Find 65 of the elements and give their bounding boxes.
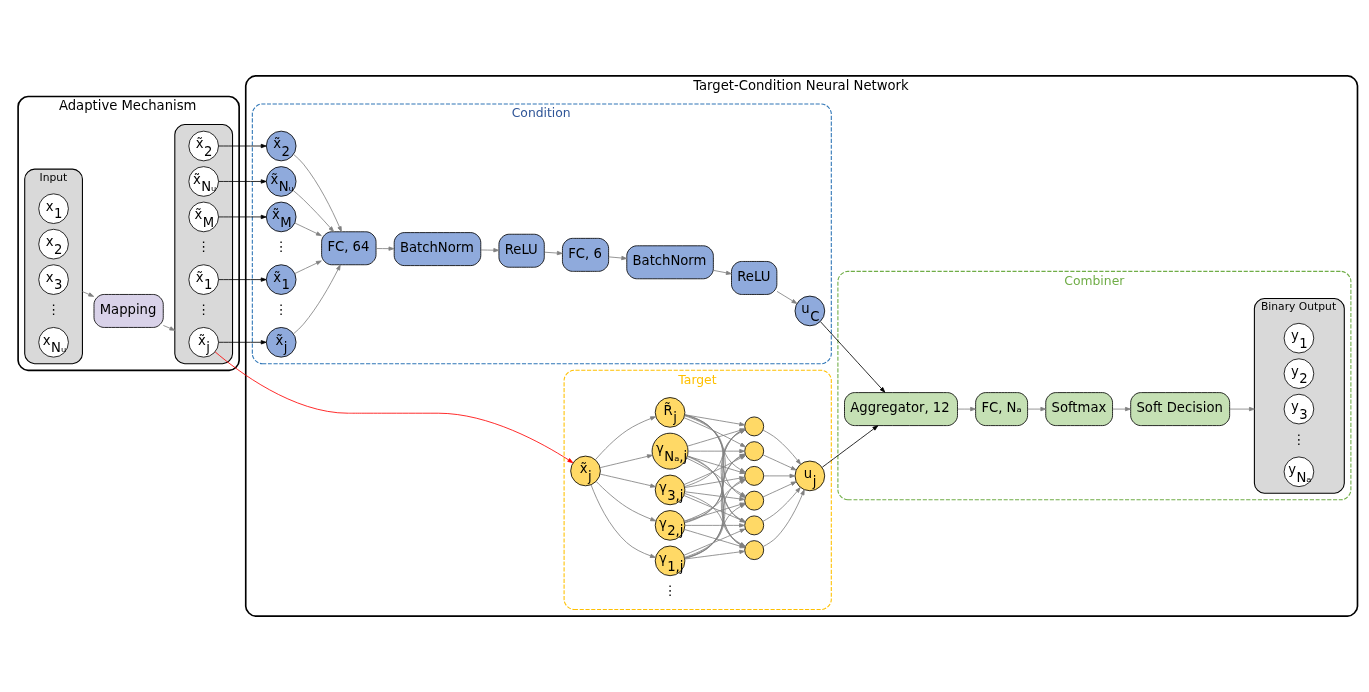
label: ⋮: [197, 239, 211, 255]
arrow: [1229, 406, 1255, 412]
arrow: [375, 246, 395, 251]
arrow: [544, 250, 563, 256]
node-circle: [744, 490, 765, 511]
arrow: [599, 473, 656, 488]
node-box: ReLU: [498, 233, 545, 268]
node-box: Aggregator, 12: [844, 392, 958, 426]
arrow: [820, 321, 886, 393]
node-box: FC, 6: [562, 237, 610, 272]
arrow: [762, 487, 801, 522]
arrow: [595, 481, 657, 522]
arrow: [1112, 406, 1131, 412]
arrow: [82, 291, 95, 297]
arrow: [214, 351, 574, 464]
arrow: [713, 270, 732, 275]
arrow: [480, 248, 500, 253]
arrow: [599, 454, 653, 469]
node-box: FC, Nₐ: [975, 392, 1028, 426]
arrow: [293, 154, 342, 233]
arrow: [684, 549, 746, 560]
arrow: [1027, 406, 1047, 412]
arrow: [762, 454, 797, 471]
arrow: [821, 425, 879, 468]
node-box: BatchNorm: [626, 245, 714, 280]
node-circle: [744, 515, 765, 536]
arrow: [608, 255, 628, 261]
node-circle: [744, 441, 765, 462]
arrow: [590, 484, 656, 558]
node-box: Softmax: [1045, 392, 1113, 426]
label: ⋮: [46, 302, 61, 318]
arrow: [294, 222, 322, 236]
arrow: [292, 190, 335, 232]
arrow: [293, 264, 341, 335]
node-box: ReLU: [731, 261, 778, 295]
node-box: FC, 64: [321, 231, 377, 266]
arrow: [218, 179, 267, 184]
node-box: Soft Decision: [1130, 392, 1231, 426]
cluster: [174, 124, 234, 365]
arrow: [218, 277, 267, 282]
arrow: [684, 414, 746, 427]
label: ⋮: [274, 239, 288, 255]
label: ⋮: [1292, 431, 1306, 447]
arrow: [595, 416, 656, 460]
node-box: Mapping: [93, 294, 164, 328]
arrow: [218, 143, 267, 149]
node-circle: [744, 540, 765, 560]
node-circle: [744, 416, 765, 437]
arrow: [218, 340, 267, 345]
node-box: BatchNorm: [393, 232, 482, 266]
label: ⋮: [274, 302, 288, 318]
arrow: [762, 429, 802, 465]
arrow: [687, 449, 746, 454]
arrow: [763, 473, 796, 479]
arrow: [762, 489, 805, 548]
arrow: [162, 325, 176, 331]
arrow: [294, 260, 322, 274]
node-circle: [744, 466, 765, 486]
arrow: [684, 523, 745, 528]
arrow: [218, 214, 267, 220]
label: ⋮: [663, 583, 677, 599]
arrow: [957, 406, 976, 412]
label: ⋮: [197, 302, 211, 318]
arrow: [776, 290, 798, 304]
arrow: [762, 481, 797, 498]
